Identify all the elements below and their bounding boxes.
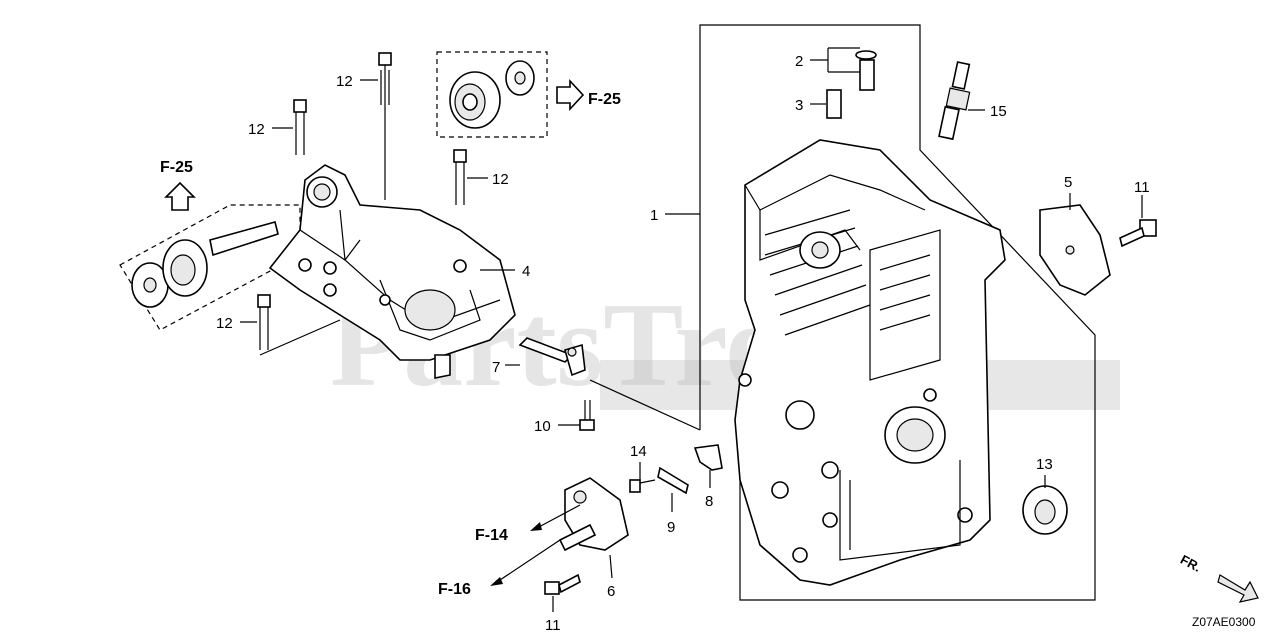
gasket-9 [657,466,689,495]
bolt-12-top [378,52,392,105]
front-direction-label: FR. [1178,552,1204,575]
callout-11-bottom: 11 [545,617,561,634]
callout-12-top: 12 [336,73,353,90]
ball-bearing-left [131,221,279,308]
cover-plate-hole [1065,245,1075,255]
front-direction-arrow [1217,574,1259,603]
ref-f14: F-14 [475,527,508,544]
callout-5: 5 [1064,174,1072,191]
callout-6: 6 [607,583,615,600]
oil-seal-13 [1022,485,1068,535]
bearing-dashed-box [436,51,548,138]
bolt-11-right [1119,219,1157,248]
callout-11-right: 11 [1134,179,1150,196]
callout-1: 1 [650,207,658,224]
gear-case-cover-part [268,164,516,379]
dowel-pin-2 [855,50,877,91]
callout-12-left: 12 [248,121,265,138]
callout-12-middle: 12 [492,171,509,188]
dowel-pin-3 [826,89,842,119]
callout-10: 10 [534,418,551,435]
breather-pipe-part [518,337,586,377]
callout-8: 8 [705,493,713,510]
gasket-plate-8 [693,444,723,471]
bolt-11-bottom [544,573,581,595]
ref-f25-top: F-25 [588,91,621,108]
callout-3: 3 [795,97,803,114]
bolt-14 [629,479,656,493]
arrow-to-f25-top [556,78,585,112]
side-cover-part-6 [558,477,629,552]
leader-lines [240,47,1143,612]
callout-9: 9 [667,519,675,536]
arrow-to-f25-left [164,181,196,211]
bolt-12-left [293,99,307,155]
callout-4: 4 [522,263,530,280]
diagram-code: Z07AE0300 [1192,615,1256,629]
bolt-12-bottom [257,294,271,350]
callout-14: 14 [630,443,647,460]
callout-2: 2 [795,53,803,70]
arrow-to-f16 [490,539,561,586]
ball-bearing-top [449,60,535,129]
arrow-to-f14 [530,504,581,531]
crankcase-frame [699,24,1096,601]
bolt-12-middle [453,149,467,205]
callout-12-bottom: 12 [216,315,233,332]
callout-15: 15 [990,103,1007,120]
crankcase-part [734,139,1006,586]
ref-f16: F-16 [438,581,471,598]
callout-7: 7 [492,359,500,376]
cover-plate-5 [1039,204,1111,296]
ref-f25-left: F-25 [160,159,193,176]
callout-13: 13 [1036,456,1053,473]
spark-plug-15 [938,61,971,141]
